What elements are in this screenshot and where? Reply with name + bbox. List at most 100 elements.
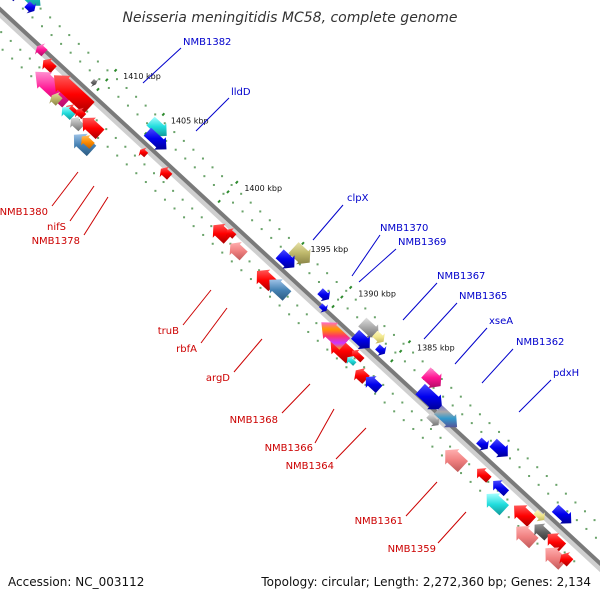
accession-text: Accession: NC_003112: [8, 575, 144, 589]
gene-arrow: [372, 330, 385, 344]
gene-arrow: [346, 356, 357, 366]
track-dot: [564, 492, 567, 495]
track-dot: [211, 242, 214, 245]
track-dot: [172, 189, 175, 192]
track-dot: [230, 183, 233, 186]
track-dot: [432, 386, 435, 389]
gene-arrow: [486, 493, 509, 516]
track-dot: [212, 183, 215, 186]
genome-summary-text: Topology: circular; Length: 2,272,360 bp…: [260, 575, 591, 589]
track-dot: [230, 260, 233, 263]
track-dot: [279, 245, 282, 248]
track-dot: [585, 527, 588, 530]
track-dot: [337, 298, 340, 301]
gene-arrow: [358, 317, 379, 338]
track-dot: [232, 201, 235, 204]
gene-arrow: [61, 106, 76, 120]
track-dot: [251, 219, 254, 222]
track-dot: [221, 251, 224, 254]
gene-arrow: [146, 116, 167, 137]
gene-arrow: [514, 505, 536, 527]
track-dot: [575, 519, 578, 522]
reverse-callout-line: [200, 307, 228, 344]
gene-arrow: [143, 127, 167, 150]
gene-arrow: [229, 242, 248, 261]
track-dot: [125, 86, 128, 89]
tick-mark: [217, 176, 242, 204]
track-dot: [278, 228, 281, 231]
track-dot: [498, 430, 501, 433]
track-dot: [249, 278, 252, 281]
track-dot: [594, 536, 597, 539]
track-dot: [87, 51, 90, 54]
track-dot: [9, 39, 12, 42]
track-dot: [403, 360, 406, 363]
gene-arrow: [90, 78, 99, 87]
gene-arrow: [82, 117, 105, 140]
track-dot: [288, 313, 291, 316]
track-dot: [507, 439, 510, 442]
gene-arrow: [433, 405, 458, 428]
track-dot: [518, 466, 521, 469]
track-dot: [326, 348, 329, 351]
track-dot: [574, 501, 577, 504]
track-dot: [192, 148, 195, 151]
track-dot: [593, 519, 596, 522]
track-dot: [383, 401, 386, 404]
track-dot: [488, 422, 491, 425]
tick-label: 1400 kbp: [244, 184, 282, 193]
tick-mark: [283, 237, 309, 265]
track-dot: [478, 413, 481, 416]
track-dot: [364, 307, 367, 310]
track-dot: [384, 342, 387, 345]
forward-callout-line: [312, 204, 344, 241]
track-dot: [364, 383, 367, 386]
track-dot: [222, 192, 225, 195]
track-dot: [98, 78, 101, 81]
track-dot: [469, 480, 472, 483]
track-dot: [50, 34, 53, 37]
forward-callout-line: [454, 327, 488, 365]
forward-gene-label: lldD: [231, 87, 251, 98]
track-dot: [221, 175, 224, 178]
track-dot: [410, 410, 413, 413]
track-dot: [316, 339, 319, 342]
gene-arrow: [75, 107, 87, 120]
track-dot: [183, 216, 186, 219]
track-dot: [517, 448, 520, 451]
track-dot: [49, 16, 52, 19]
gene-arrow: [489, 438, 508, 458]
tick-label: 1395 kbp: [310, 245, 348, 254]
reverse-gene-label: truB: [158, 326, 179, 337]
track-dot: [68, 34, 71, 37]
reverse-gene-label: NMB1364: [286, 461, 334, 472]
track-dot: [545, 475, 548, 478]
track-dot: [335, 357, 338, 360]
track-dot: [173, 131, 176, 134]
track-dot: [413, 369, 416, 372]
track-dot: [153, 172, 156, 175]
gene-arrow: [493, 480, 510, 497]
track-dot: [97, 136, 100, 139]
track-dot: [555, 483, 558, 486]
track-dot: [305, 313, 308, 316]
track-dot: [21, 7, 24, 10]
track-dot: [440, 378, 443, 381]
forward-callout-line: [358, 248, 397, 283]
track-dot: [308, 272, 311, 275]
track-dot: [203, 175, 206, 178]
gene-arrow: [12, 0, 15, 2]
track-dot: [460, 472, 463, 475]
track-dot: [517, 524, 520, 527]
track-dot: [163, 122, 166, 125]
reverse-callout-line: [281, 383, 311, 414]
track-dot: [135, 95, 138, 98]
track-dot: [296, 304, 299, 307]
track-dot: [326, 272, 329, 275]
gene-arrow: [288, 242, 311, 265]
gene-arrow: [70, 116, 85, 132]
forward-gene-label: xseA: [489, 316, 513, 327]
gene-arrow: [212, 223, 233, 244]
